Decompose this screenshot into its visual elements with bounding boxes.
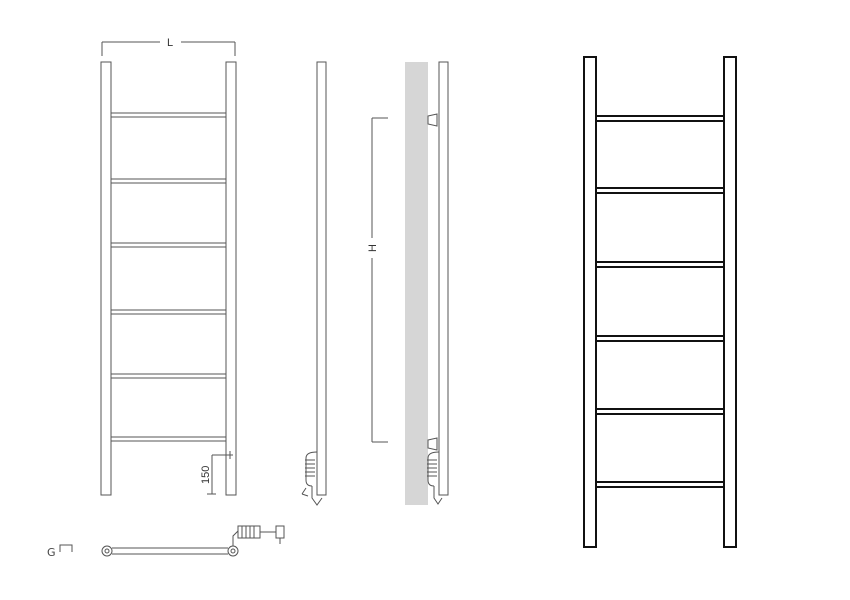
wall-bar: [438, 61, 449, 496]
plug-icon: [275, 525, 285, 544]
lower-bracket: [427, 437, 438, 451]
front-right-bar: [225, 61, 237, 496]
side-bar: [316, 61, 327, 496]
side-view: [301, 61, 327, 506]
bottom-view: G: [47, 525, 285, 559]
wall-shade: [405, 62, 428, 505]
bottom-view-symbol: G: [47, 546, 56, 559]
upper-bracket: [427, 113, 438, 127]
bold-rail: [595, 408, 725, 415]
wall-view: H: [367, 61, 449, 505]
bold-rail: [595, 335, 725, 342]
front-rail: [110, 242, 227, 248]
offset-dimension: 150: [200, 451, 233, 495]
bottom-view-bracket-icon: [59, 544, 73, 552]
offset-dimension-label: 150: [200, 466, 212, 484]
bold-rails: [595, 115, 725, 488]
front-rails: [110, 112, 227, 442]
front-rail: [110, 309, 227, 315]
front-rail: [110, 112, 227, 118]
plan-right-end-inner: [230, 548, 236, 554]
wall-heater-coil: [427, 451, 443, 505]
front-rail: [110, 178, 227, 184]
plan-heater-cable: [232, 525, 285, 546]
front-view: L 150: [100, 37, 237, 496]
plan-left-end: [101, 545, 113, 557]
width-dimension: L: [101, 37, 236, 56]
bold-rail: [595, 187, 725, 194]
bold-rail: [595, 261, 725, 268]
plan-right-end: [227, 545, 239, 557]
side-heater-coil: [301, 451, 323, 506]
bold-front-view: [583, 56, 737, 548]
front-rail: [110, 436, 227, 442]
bold-rail: [595, 115, 725, 122]
bold-left-bar: [583, 56, 597, 548]
plan-left-end-inner: [104, 548, 110, 554]
front-rail: [110, 373, 227, 379]
bold-right-bar: [723, 56, 737, 548]
width-dimension-label: L: [167, 37, 173, 49]
height-dimension: H: [367, 117, 388, 443]
front-left-bar: [100, 61, 112, 496]
height-dimension-label: H: [367, 244, 379, 252]
bold-rail: [595, 481, 725, 488]
